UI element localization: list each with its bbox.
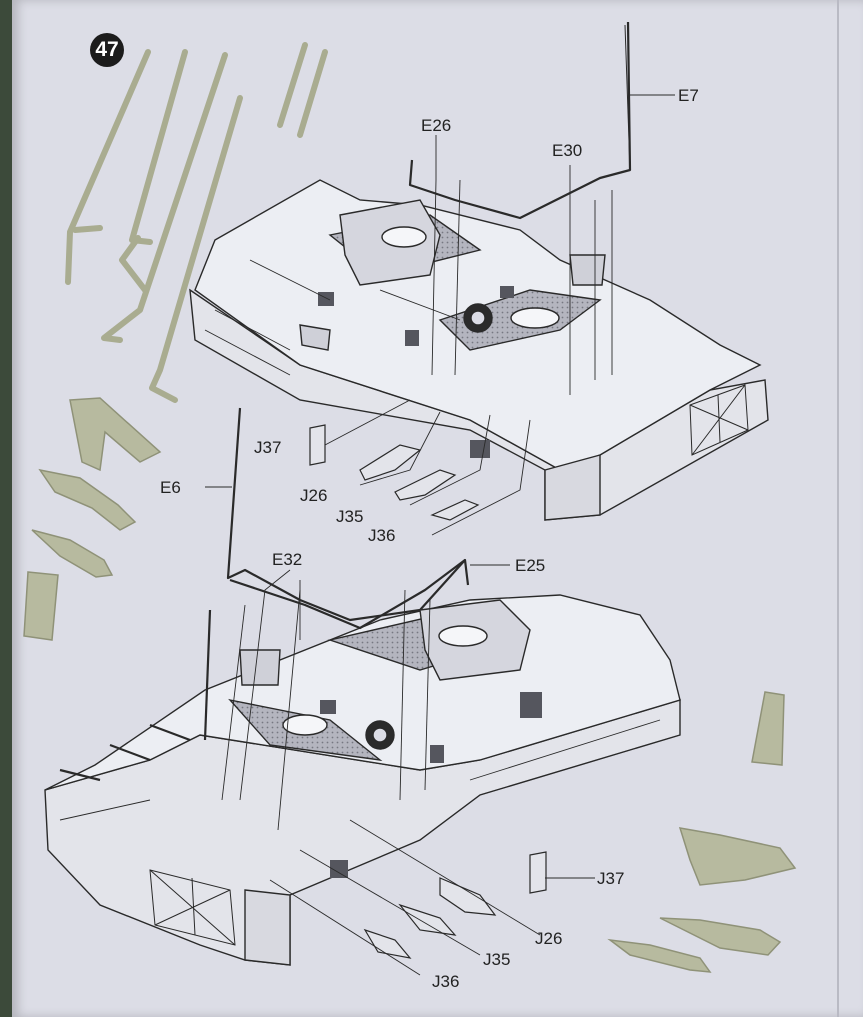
- callout-j35-upper: J35: [336, 507, 364, 526]
- lower-leader-lines: [221, 564, 595, 976]
- lower-hull: [44, 594, 681, 966]
- callout-j35-lower: J35: [483, 950, 511, 969]
- callout-j36-lower: J36: [432, 972, 460, 991]
- upper-leader-lines: [205, 94, 675, 640]
- upper-railing: [408, 21, 632, 220]
- lower-small-parts: [363, 851, 547, 959]
- callout-e25: E25: [515, 556, 546, 575]
- page-frame-line: [837, 0, 839, 1017]
- callout-j37-lower: J37: [597, 869, 625, 888]
- loose-rail-parts: [65, 42, 328, 403]
- callout-j36-upper: J36: [368, 526, 396, 545]
- callout-e26: E26: [421, 116, 452, 135]
- lower-railing: [59, 559, 466, 782]
- upper-hull: [189, 179, 769, 521]
- callout-j26-upper: J26: [300, 486, 328, 505]
- callout-e30: E30: [552, 141, 583, 160]
- callout-e7: E7: [678, 86, 699, 105]
- callout-e6: E6: [160, 478, 181, 497]
- step-number-badge: 47: [90, 33, 124, 67]
- loose-bracket-parts: [23, 397, 797, 973]
- callout-e32: E32: [272, 550, 303, 569]
- upper-small-parts: [309, 424, 480, 521]
- callout-j26-lower: J26: [535, 929, 563, 948]
- upper-rail-e6: [226, 407, 470, 622]
- callout-j37-upper: J37: [254, 438, 282, 457]
